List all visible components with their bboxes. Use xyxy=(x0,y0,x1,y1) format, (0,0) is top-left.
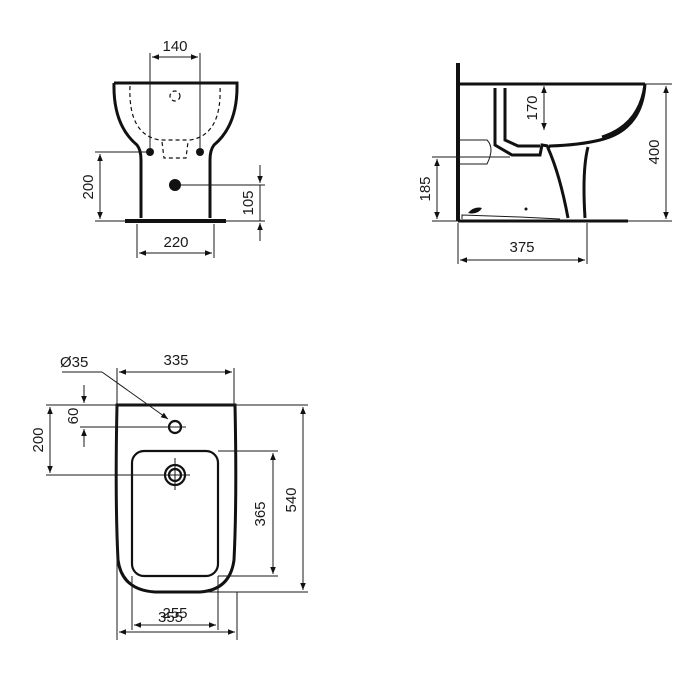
dim-waste-height: 105 xyxy=(240,190,257,215)
front-view: 140 200 105 220 xyxy=(80,38,265,258)
dim-total-length: 540 xyxy=(283,487,300,512)
dim-tap-spacing: 140 xyxy=(162,38,187,55)
dim-bowl-width: 255 xyxy=(162,605,187,622)
dim-tap-hole-offset: 60 xyxy=(65,408,82,425)
dim-depth: 375 xyxy=(509,239,534,256)
dim-inlet-height-side: 185 xyxy=(417,176,434,201)
dim-bowl-length: 365 xyxy=(252,501,269,526)
dim-bowl-depth: 170 xyxy=(524,95,541,120)
dim-inlet-height: 200 xyxy=(80,174,97,199)
dim-waste-offset: 200 xyxy=(30,427,47,452)
dim-tap-hole-diameter: Ø35 xyxy=(60,354,88,371)
dim-total-width-label: 355 xyxy=(158,609,184,626)
dim-base-width: 220 xyxy=(163,234,188,251)
dim-top-width: 335 xyxy=(163,352,188,369)
top-view: Ø35 335 60 200 365 540 255 xyxy=(30,352,308,640)
dim-total-height: 400 xyxy=(646,139,663,164)
side-view: 170 400 185 375 xyxy=(417,63,672,264)
